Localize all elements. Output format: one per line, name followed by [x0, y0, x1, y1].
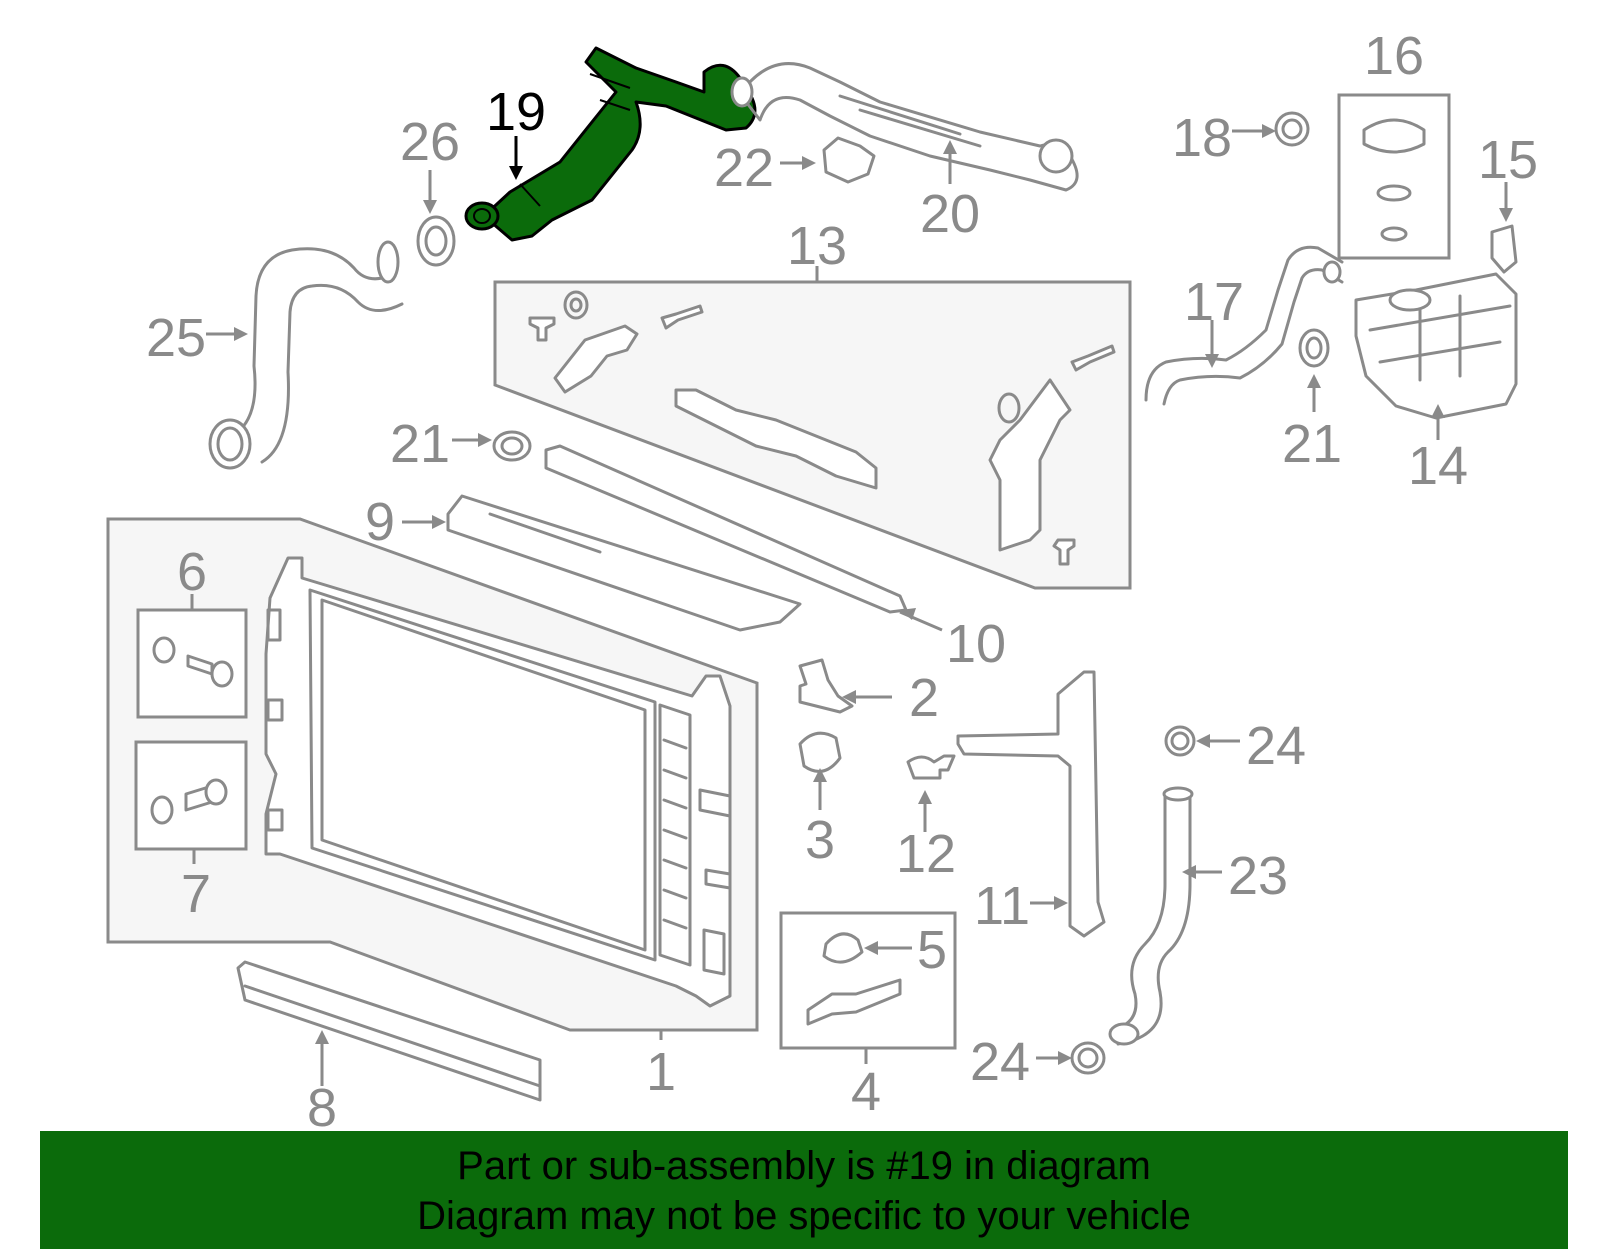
label-21-right: 21	[1282, 414, 1342, 474]
label-10: 10	[946, 614, 1006, 674]
label-9: 9	[365, 492, 395, 552]
label-17: 17	[1184, 272, 1244, 332]
label-24-top: 24	[1246, 716, 1306, 776]
insulator-3	[798, 731, 842, 773]
mount-parts-4	[806, 932, 912, 1026]
coolant-reservoir-14	[1354, 272, 1518, 420]
bracket-11	[956, 670, 1106, 938]
label-18: 18	[1172, 108, 1232, 168]
bracket-2	[798, 658, 854, 714]
label-3: 3	[805, 810, 835, 870]
label-26: 26	[400, 112, 460, 172]
clamp-24-top	[1164, 725, 1196, 757]
label-13: 13	[787, 216, 847, 276]
overflow-hose-17	[1144, 245, 1344, 402]
label-6: 6	[177, 542, 207, 602]
label-25: 25	[146, 308, 206, 368]
banner-line-2: Diagram may not be specific to your vehi…	[417, 1194, 1191, 1238]
label-21-left: 21	[390, 414, 450, 474]
clamp-21-right	[1298, 328, 1330, 368]
clip-22	[822, 136, 876, 184]
lower-hose-23	[1109, 792, 1167, 1032]
upper-hose-25	[230, 247, 396, 438]
label-24-bottom: 24	[970, 1032, 1030, 1092]
label-8: 8	[307, 1078, 337, 1138]
bracket-kit-parts	[528, 290, 1116, 566]
label-20: 20	[920, 184, 980, 244]
bolt-7	[150, 778, 228, 825]
label-2: 2	[909, 668, 939, 728]
heater-hose-20	[730, 62, 1079, 192]
label-23: 23	[1228, 846, 1288, 906]
label-22: 22	[714, 138, 774, 198]
cap-kit-parts	[1362, 118, 1426, 242]
callout-labels: 1 2 3 4 5 6 7 8 9 10 11 12 13 14 15 16 1…	[146, 26, 1538, 1138]
info-banner: Part or sub-assembly is #19 in diagram D…	[40, 1131, 1568, 1249]
label-5: 5	[917, 920, 947, 980]
highlighted-hose-19	[464, 46, 757, 242]
label-11: 11	[974, 876, 1030, 936]
clamp-18	[1274, 111, 1310, 147]
label-1: 1	[646, 1042, 676, 1102]
clamp-26	[416, 215, 456, 267]
radiator-core	[264, 556, 732, 1008]
banner-line-1: Part or sub-assembly is #19 in diagram	[457, 1144, 1151, 1188]
sensor-15	[1490, 224, 1518, 274]
baffle-8	[236, 960, 542, 1102]
group-box-4	[779, 911, 957, 1050]
label-12: 12	[896, 824, 956, 884]
label-14: 14	[1408, 436, 1468, 496]
label-15: 15	[1478, 130, 1538, 190]
clamp-21-left	[492, 430, 532, 462]
label-16: 16	[1364, 26, 1424, 86]
label-4: 4	[851, 1062, 881, 1122]
pin-12	[906, 754, 956, 780]
bolt-6	[152, 636, 234, 688]
label-7: 7	[181, 864, 211, 924]
label-19: 19	[486, 82, 546, 142]
